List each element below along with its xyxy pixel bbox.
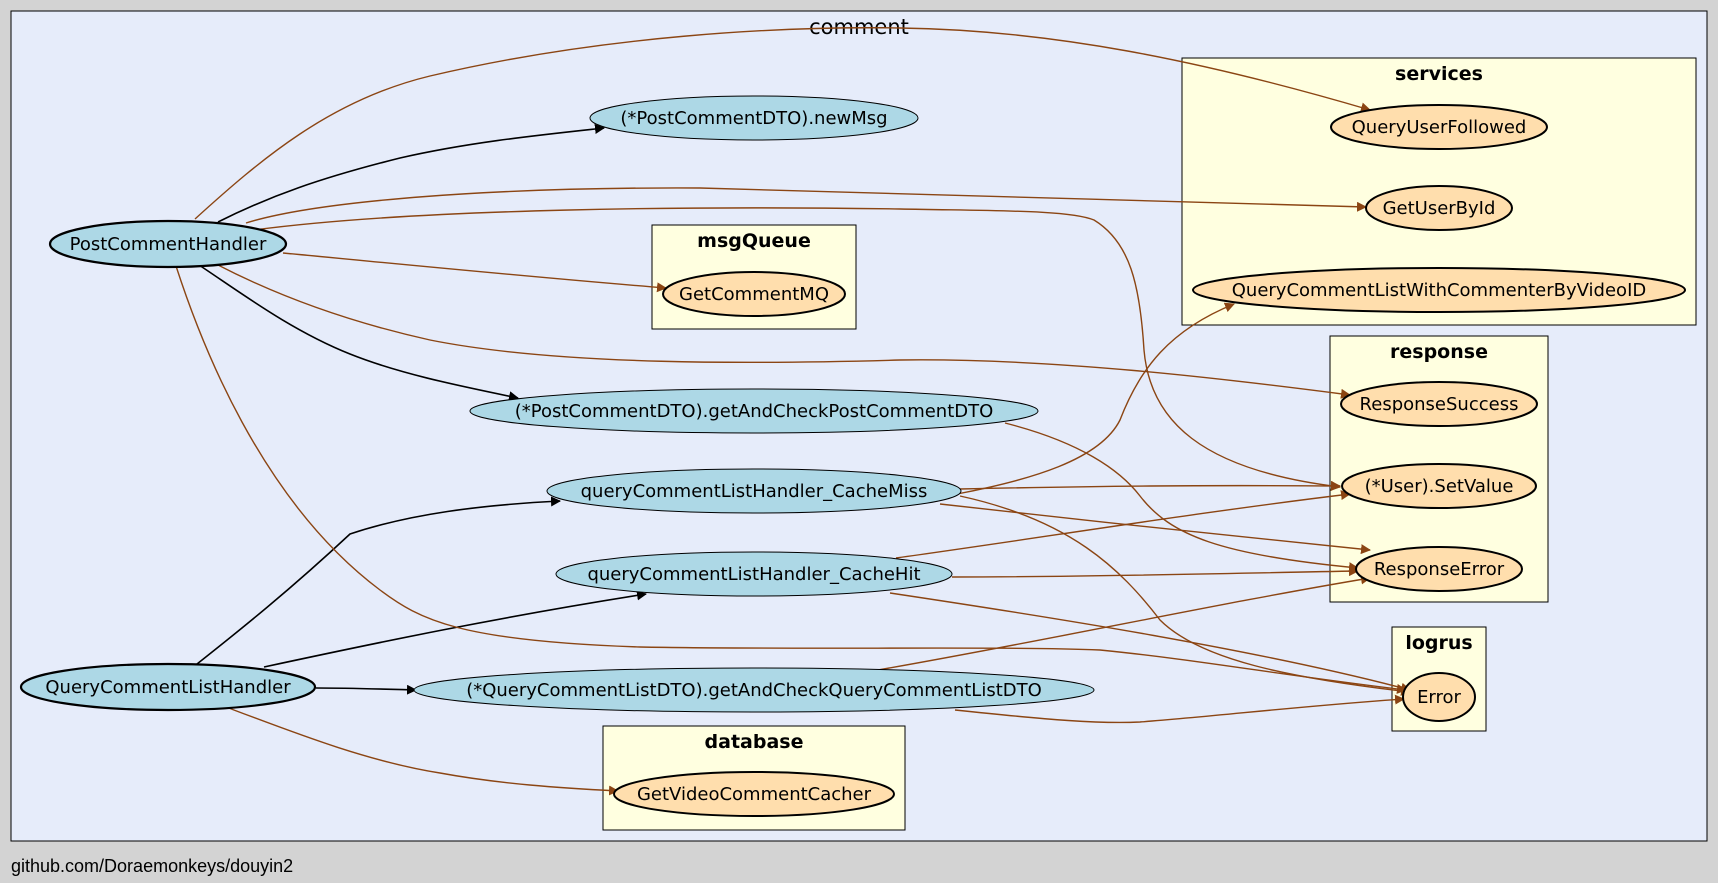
node-label: (*User).SetValue: [1365, 476, 1514, 497]
node-querycommentlistwithcommenter[interactable]: QueryCommentListWithCommenterByVideoID: [1192, 267, 1686, 313]
node-label: queryCommentListHandler_CacheHit: [587, 564, 920, 585]
edge-postcomment-to-responsesuccess: [215, 263, 1351, 399]
node-label: PostCommentHandler: [70, 234, 267, 255]
node-newmsg[interactable]: (*PostCommentDTO).newMsg: [589, 95, 919, 141]
edge-postcomment-to-getandcheckpost: [195, 262, 519, 402]
edge-postcomment-to-getcommentmq: [282, 252, 667, 293]
edge-postcomment-to-getuserbyid: [245, 187, 1367, 224]
node-logrus-error[interactable]: Error: [1402, 672, 1476, 722]
cluster-logrus-title: logrus: [1405, 632, 1472, 654]
cluster-response-title: response: [1390, 341, 1488, 363]
node-label: (*PostCommentDTO).newMsg: [620, 108, 887, 129]
node-label: QueryUserFollowed: [1352, 117, 1527, 138]
edge-querylist-to-getvideocommentcacher: [225, 706, 619, 796]
cluster-msgqueue-title: msgQueue: [697, 230, 811, 252]
node-label: ResponseError: [1374, 559, 1505, 580]
node-getvideocommentcacher[interactable]: GetVideoCommentCacher: [613, 771, 895, 817]
node-postcommenthandler[interactable]: PostCommentHandler: [48, 219, 288, 269]
edge-getandcheckquery-to-logruserror: [954, 694, 1405, 724]
edge-cachehit-to-logruserror: [889, 592, 1411, 693]
node-getandcheckquerycommentlistdto[interactable]: (*QueryCommentListDTO).getAndCheckQueryC…: [413, 667, 1095, 713]
node-responseerror[interactable]: ResponseError: [1355, 546, 1523, 592]
edge-postcomment-to-usersetvalue: [253, 207, 1341, 491]
edge-postcomment-to-newmsg: [217, 124, 605, 223]
edges: [175, 27, 1411, 796]
edge-postcomment-to-queryuserfollowed: [194, 27, 1371, 220]
node-usersetvalue[interactable]: (*User).SetValue: [1341, 463, 1537, 509]
graph-footer-label: github.com/Doraemonkeys/douyin2: [11, 856, 293, 876]
edge-getandcheckpost-to-responseerror: [1004, 422, 1359, 573]
node-label: QueryCommentListHandler: [45, 677, 291, 698]
node-getandcheckpostcommentdto[interactable]: (*PostCommentDTO).getAndCheckPostComment…: [469, 388, 1039, 434]
node-queryuserfollowed[interactable]: QueryUserFollowed: [1330, 104, 1548, 150]
node-label: ResponseSuccess: [1360, 394, 1519, 415]
edge-querylist-to-getandcheckquery: [315, 684, 417, 695]
node-label: QueryCommentListWithCommenterByVideoID: [1232, 280, 1647, 301]
edge-cachehit-to-responseerror: [951, 566, 1359, 578]
cluster-services-title: services: [1395, 63, 1483, 85]
node-label: GetVideoCommentCacher: [637, 784, 872, 805]
node-responsesuccess[interactable]: ResponseSuccess: [1340, 381, 1538, 427]
node-getuserbyid[interactable]: GetUserById: [1365, 185, 1513, 231]
node-cachemiss[interactable]: queryCommentListHandler_CacheMiss: [546, 468, 962, 514]
edge-cachemiss-to-usersetvalue: [959, 480, 1341, 491]
edge-querylist-to-cachemiss: [196, 496, 561, 665]
node-cachehit[interactable]: queryCommentListHandler_CacheHit: [555, 551, 953, 597]
node-label: GetUserById: [1383, 198, 1496, 219]
node-getcommentmq[interactable]: GetCommentMQ: [662, 271, 846, 317]
edge-cachemiss-to-logruserror: [959, 495, 1411, 696]
node-label: (*PostCommentDTO).getAndCheckPostComment…: [515, 401, 994, 422]
cluster-database-title: database: [705, 731, 804, 753]
package-title: comment: [809, 15, 909, 39]
node-label: GetCommentMQ: [679, 284, 829, 305]
node-label: (*QueryCommentListDTO).getAndCheckQueryC…: [466, 680, 1042, 701]
edge-cachemiss-to-querycommentlist: [956, 302, 1235, 495]
node-label: Error: [1417, 687, 1461, 708]
edge-getandcheckquery-to-responseerror: [877, 574, 1371, 671]
edge-querylist-to-cachehit: [263, 590, 647, 668]
edge-cachemiss-to-responseerror: [939, 503, 1371, 555]
node-querycommentlisthandler[interactable]: QueryCommentListHandler: [19, 662, 317, 712]
edge-postcomment-to-logruserror: [175, 265, 1407, 694]
node-label: queryCommentListHandler_CacheMiss: [581, 481, 928, 502]
edge-cachehit-to-usersetvalue: [895, 490, 1351, 559]
